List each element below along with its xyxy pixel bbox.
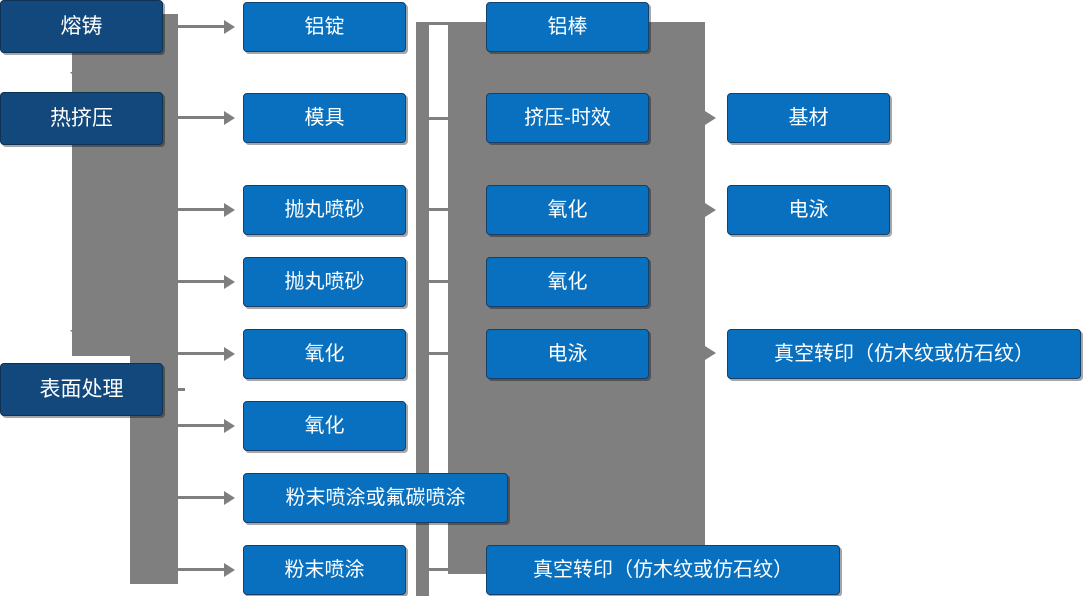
process-box-oxidation-c2-2[interactable]: 氧化 <box>243 401 406 451</box>
connector-rung-1 <box>428 117 450 120</box>
process-box-ingot[interactable]: 铝锭 <box>243 2 406 52</box>
process-box-mold[interactable]: 模具 <box>243 93 406 143</box>
process-label-electrophoresis-c4: 电泳 <box>788 199 829 221</box>
connector-notch-surface <box>70 330 86 339</box>
process-label-aluminum-bar: 铝棒 <box>547 16 588 38</box>
process-box-powder-or-fluorocarbon[interactable]: 粉末喷涂或氟碳喷涂 <box>243 473 508 523</box>
process-box-electrophoresis-c4[interactable]: 电泳 <box>727 185 890 235</box>
process-box-vacuum-transfer-c3[interactable]: 真空转印（仿木纹或仿石纹） <box>486 545 840 595</box>
process-label-ingot: 铝锭 <box>304 16 345 38</box>
connector-rung-2 <box>428 208 450 211</box>
connector-stub-c4-2 <box>698 351 710 354</box>
process-box-electrophoresis-c3[interactable]: 电泳 <box>486 329 649 379</box>
process-label-powder-coating: 粉末喷涂 <box>284 559 365 581</box>
connector-stub-c2-2 <box>178 208 226 211</box>
stage-label-surface: 表面处理 <box>39 377 124 401</box>
connector-stub-c2-5 <box>178 424 226 427</box>
arrow-to-c2-2 <box>224 203 235 217</box>
process-label-shotblast-2: 抛丸喷砂 <box>284 271 365 293</box>
connector-notch-extrude <box>70 72 86 81</box>
arrow-to-c2-7 <box>224 563 235 577</box>
connector-stub-c4-0 <box>698 116 710 119</box>
connector-stub-c2-1 <box>178 116 226 119</box>
connector-rung-4 <box>428 352 450 355</box>
connector-rung-5 <box>428 568 450 571</box>
arrow-to-c2-5 <box>224 419 235 433</box>
arrow-to-c4-1 <box>705 203 716 217</box>
process-label-vacuum-transfer-c4: 真空转印（仿木纹或仿石纹） <box>774 343 1034 365</box>
process-label-shotblast-1: 抛丸喷砂 <box>284 199 365 221</box>
process-label-extrusion-aging: 挤压-时效 <box>524 107 611 129</box>
connector-mid-rail <box>416 22 429 596</box>
process-box-shotblast-2[interactable]: 抛丸喷砂 <box>243 257 406 307</box>
stage-box-surface[interactable]: 表面处理 <box>0 363 163 416</box>
process-label-vacuum-transfer-c3: 真空转印（仿木纹或仿石纹） <box>533 559 793 581</box>
process-box-substrate[interactable]: 基材 <box>727 93 890 143</box>
process-box-shotblast-1[interactable]: 抛丸喷砂 <box>243 185 406 235</box>
arrow-to-c2-4 <box>224 347 235 361</box>
process-label-oxidation-c2-1: 氧化 <box>304 343 345 365</box>
connector-stub-c2-4 <box>178 352 226 355</box>
connector-stub-c2-6 <box>178 496 226 499</box>
process-label-electrophoresis-c3: 电泳 <box>547 343 588 365</box>
arrow-to-c2-3 <box>224 275 235 289</box>
stage-box-melting[interactable]: 熔铸 <box>0 0 163 53</box>
connector-stub-c2-7 <box>178 568 226 571</box>
connector-rung-3 <box>428 280 450 283</box>
arrow-to-c2-6 <box>224 491 235 505</box>
process-box-oxidation-c2-1[interactable]: 氧化 <box>243 329 406 379</box>
process-label-oxidation-c3-2: 氧化 <box>547 271 588 293</box>
process-box-oxidation-c3-2[interactable]: 氧化 <box>486 257 649 307</box>
process-box-powder-coating[interactable]: 粉末喷涂 <box>243 545 406 595</box>
process-label-mold: 模具 <box>304 107 345 129</box>
connector-rung-0 <box>428 22 450 25</box>
process-label-oxidation-c2-2: 氧化 <box>304 415 345 437</box>
connector-stub-c2-0 <box>178 25 226 28</box>
arrow-to-c2-1 <box>224 111 235 125</box>
process-box-oxidation-c3-1[interactable]: 氧化 <box>486 185 649 235</box>
process-box-aluminum-bar[interactable]: 铝棒 <box>486 2 649 52</box>
process-label-oxidation-c3-1: 氧化 <box>547 199 588 221</box>
arrow-to-c4-2 <box>705 346 716 360</box>
connector-stub-c2-3 <box>178 280 226 283</box>
connector-stub-surface <box>163 388 185 391</box>
connector-stub-c4-1 <box>698 208 710 211</box>
stage-label-extrude: 热挤压 <box>50 106 113 130</box>
process-label-powder-or-fluorocarbon: 粉末喷涂或氟碳喷涂 <box>285 487 466 509</box>
arrow-to-c2-0 <box>224 20 235 34</box>
connector-left-trunk-upper <box>72 14 178 356</box>
arrow-to-c4-0 <box>705 111 716 125</box>
process-label-substrate: 基材 <box>788 107 829 129</box>
process-box-vacuum-transfer-c4[interactable]: 真空转印（仿木纹或仿石纹） <box>727 329 1081 379</box>
stage-label-melting: 熔铸 <box>60 14 103 38</box>
process-box-extrusion-aging[interactable]: 挤压-时效 <box>486 93 649 143</box>
stage-box-extrude[interactable]: 热挤压 <box>0 92 163 145</box>
